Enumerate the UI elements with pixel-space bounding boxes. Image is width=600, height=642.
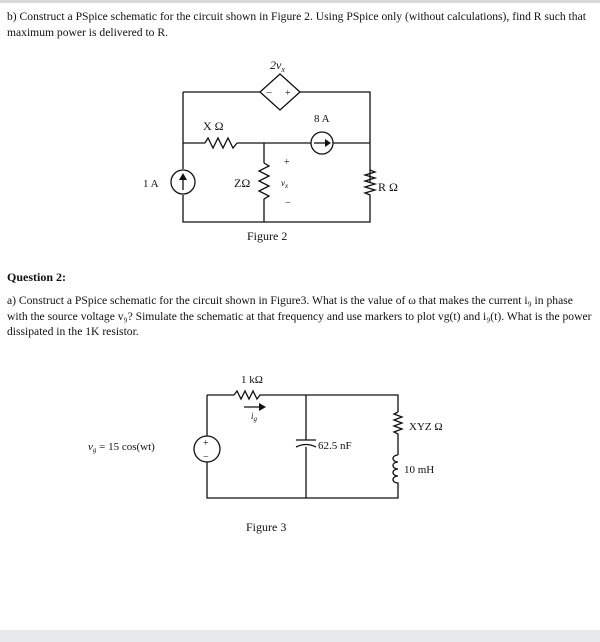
resistor-r — [362, 169, 378, 204]
dependent-source-label: 2vx — [270, 58, 285, 74]
vx-minus: − — [285, 198, 291, 209]
figure-2-caption: Figure 2 — [247, 229, 287, 243]
question-2a-text: a) Construct a PSpice schematic for the … — [7, 294, 592, 338]
resistor-xyz — [392, 411, 404, 437]
capacitor-plate-bottom — [295, 443, 317, 448]
voltage-source-vg — [193, 435, 221, 463]
figure-3-caption: Figure 3 — [246, 520, 286, 534]
dependent-source-minus: − — [266, 87, 272, 99]
source-plus: + — [203, 438, 209, 449]
arrow-8a-head — [325, 139, 331, 147]
vx-label: vx — [281, 178, 289, 190]
current-source-8a-label: 8 A — [314, 113, 330, 125]
vx-plus: + — [284, 157, 290, 168]
wire-bottom — [182, 195, 371, 223]
resistor-x — [204, 136, 238, 150]
current-source-1a — [170, 169, 196, 195]
dependent-source-diamond — [259, 73, 301, 111]
top-border — [0, 0, 600, 3]
vg-expression: vg = 15 cos(wt) — [88, 441, 155, 454]
source-minus: − — [203, 452, 209, 463]
ig-label: ig — [251, 411, 258, 423]
resistor-xyz-label: XYZ Ω — [409, 421, 443, 433]
question-2-heading: Question 2: — [7, 270, 67, 284]
question-1b-text: b) Construct a PSpice schematic for the … — [7, 10, 586, 39]
resistor-z-label: ZΩ — [234, 176, 250, 190]
resistor-1k-label: 1 kΩ — [241, 374, 263, 386]
wire-f3-bottom — [206, 462, 399, 499]
current-source-8a — [310, 131, 334, 155]
wire-top-right — [300, 91, 371, 182]
resistor-1k — [233, 389, 264, 401]
current-source-1a-label: 1 A — [143, 178, 159, 190]
resistor-r-label: R Ω — [378, 180, 398, 194]
arrow-1a-head — [179, 173, 187, 180]
resistor-x-label: X Ω — [203, 119, 224, 133]
dependent-source-plus: + — [285, 88, 291, 99]
capacitor-label: 62.5 nF — [318, 440, 352, 452]
resistor-z — [257, 162, 271, 201]
inductor-label: 10 mH — [404, 464, 434, 476]
inductor-10mh — [392, 454, 399, 484]
wire-f3-top-right — [264, 394, 399, 412]
bottom-border — [0, 630, 600, 642]
ig-arrow-head — [259, 403, 266, 411]
